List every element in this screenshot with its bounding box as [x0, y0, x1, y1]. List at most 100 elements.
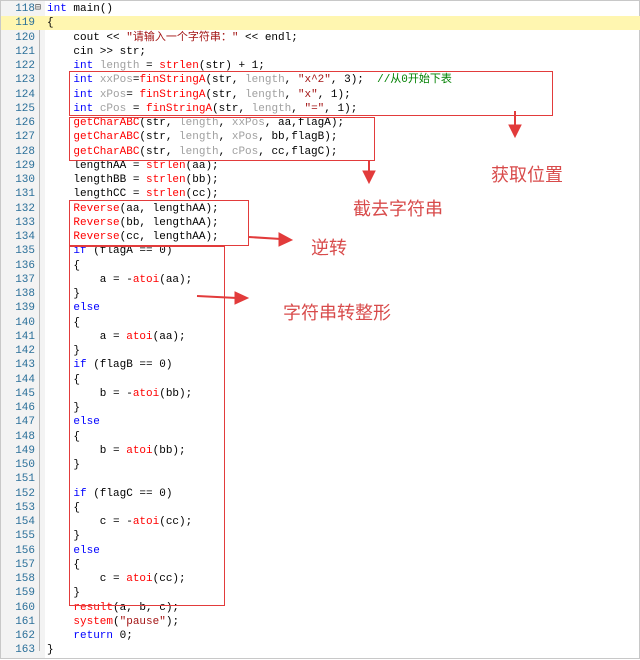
code-line[interactable]: 134 Reverse(cc, lengthAA); — [1, 230, 640, 244]
code-line[interactable]: 127 getCharABC(str, length, xPos, bb,fla… — [1, 130, 640, 144]
line-number: 138 — [15, 288, 35, 300]
line-number: 147 — [15, 416, 35, 429]
code-token: } — [47, 530, 81, 543]
code-line[interactable]: 137 a = -atoi(aa); — [1, 273, 640, 287]
code-line[interactable]: 125 int cPos = finStringA(str, length, "… — [1, 102, 640, 116]
code-line[interactable]: 136 { — [1, 259, 640, 273]
code-line[interactable]: 162 return 0; — [1, 629, 640, 643]
code-line[interactable]: 151 — [1, 472, 640, 486]
code-token: (bb); — [159, 387, 193, 400]
line-number: 159 — [15, 587, 35, 600]
code-token: strlen — [146, 188, 186, 201]
code-token: "x^2" — [297, 74, 331, 87]
code-text: int main() — [47, 2, 113, 16]
code-line[interactable]: 123 int xxPos=finStringA(str, length, "x… — [1, 73, 640, 87]
line-number: 133 — [15, 216, 35, 229]
code-line[interactable]: 161 system("pause"); — [1, 615, 640, 629]
code-line[interactable]: 120 cout << "请输入一个字符串：" << endl; — [1, 31, 640, 45]
code-line[interactable]: 140 { — [1, 316, 640, 330]
code-line[interactable]: 131 lengthCC = strlen(cc); — [1, 187, 640, 201]
code-text: lengthCC = strlen(cc); — [47, 187, 219, 201]
line-number: 155 — [15, 530, 35, 543]
annotation-get-position: 获取位置 — [491, 165, 563, 186]
code-token: b = - — [47, 387, 133, 400]
code-token: if — [73, 359, 87, 372]
line-number: 149 — [15, 444, 35, 457]
highlight-box-get-position — [69, 71, 553, 116]
highlight-box-reverse — [69, 200, 249, 246]
code-line[interactable]: 150 } — [1, 458, 640, 472]
code-line[interactable]: 133 Reverse(bb, lengthAA); — [1, 216, 640, 230]
code-line[interactable]: 139 else — [1, 301, 640, 315]
code-line[interactable]: 142 } — [1, 344, 640, 358]
code-line[interactable]: 145 b = -atoi(bb); — [1, 387, 640, 401]
code-line[interactable]: 128 getCharABC(str, length, cPos, cc,fla… — [1, 145, 640, 159]
code-line[interactable]: 152 if (flagC == 0) — [1, 487, 640, 501]
line-number: 145 — [15, 387, 35, 400]
code-line[interactable]: 155 } — [1, 529, 640, 543]
code-line[interactable]: 122 int length = strlen(str) + 1; — [1, 59, 640, 73]
code-token: finStringA — [139, 74, 206, 87]
code-line[interactable]: 146 } — [1, 401, 640, 415]
fold-toggle-icon[interactable]: ⊟ — [35, 3, 42, 14]
code-line[interactable]: 130 lengthBB = strlen(bb); — [1, 173, 640, 187]
code-text: else — [47, 544, 99, 558]
code-token: length — [179, 145, 219, 158]
code-line[interactable]: 141 a = atoi(aa); — [1, 330, 640, 344]
code-line[interactable]: 143 if (flagB == 0) — [1, 358, 640, 372]
code-line[interactable]: 158 c = atoi(cc); — [1, 572, 640, 586]
code-line[interactable]: 121 cin >> str; — [1, 45, 640, 59]
code-token: length — [179, 117, 219, 129]
code-line[interactable]: 124 int xPos= finStringA(str, length, "x… — [1, 88, 640, 102]
code-token: (bb, lengthAA); — [119, 216, 219, 229]
code-token: (a, b, c); — [113, 601, 180, 614]
code-text: { — [47, 373, 80, 387]
code-text: Reverse(cc, lengthAA); — [47, 230, 218, 244]
code-line[interactable]: 129 lengthAA = strlen(aa); — [1, 159, 640, 173]
code-line[interactable]: 153 { — [1, 501, 640, 515]
code-line[interactable]: 163} — [1, 643, 640, 657]
line-number: 139 — [15, 302, 35, 315]
code-token: , 1); — [324, 102, 358, 115]
code-token: getCharABC — [73, 145, 140, 158]
code-line[interactable]: 156 else — [1, 544, 640, 558]
highlight-box-cut-string — [69, 117, 375, 161]
code-token: atoi — [132, 387, 160, 400]
code-token: (str, — [139, 117, 180, 129]
line-number: 151 — [15, 473, 35, 486]
code-line[interactable]: 160 result(a, b, c); — [1, 601, 640, 615]
code-token: a = — [47, 330, 127, 343]
code-line[interactable]: 149 b = atoi(bb); — [1, 444, 640, 458]
code-token: length — [93, 60, 140, 72]
line-number: 125 — [15, 102, 35, 115]
annotation-cut-string: 截去字符串 — [353, 199, 443, 220]
code-text: Reverse(bb, lengthAA); — [47, 216, 219, 230]
code-token: if — [73, 245, 87, 258]
code-token: { — [47, 259, 81, 272]
line-number: 162 — [15, 630, 35, 642]
code-token: atoi — [126, 444, 153, 457]
code-token: int — [73, 88, 94, 101]
code-line[interactable]: 147 else — [1, 415, 640, 429]
line-number: 123 — [15, 74, 35, 87]
code-line[interactable]: 119{ — [1, 16, 640, 31]
code-line[interactable]: 118⊟int main() — [1, 2, 640, 16]
code-token: lengthBB = — [47, 174, 147, 186]
code-text: { — [47, 259, 80, 273]
code-line[interactable]: 126 getCharABC(str, length, xxPos, aa,fl… — [1, 116, 640, 130]
code-token — [47, 616, 73, 628]
code-line[interactable]: 157 { — [1, 558, 640, 572]
code-line[interactable]: 135 if (flagA == 0) — [1, 244, 640, 258]
code-line[interactable]: 154 c = -atoi(cc); — [1, 515, 640, 529]
code-line[interactable]: 159 } — [1, 586, 640, 600]
code-line[interactable]: 148 { — [1, 430, 640, 444]
code-token: (cc); — [185, 188, 219, 201]
code-token: xxPos — [93, 74, 133, 87]
code-token: length — [245, 74, 285, 87]
code-token: length — [251, 102, 292, 115]
code-text: c = atoi(cc); — [47, 572, 186, 586]
code-line[interactable]: 132 Reverse(aa, lengthAA); — [1, 202, 640, 216]
code-line[interactable]: 144 { — [1, 373, 640, 387]
code-line[interactable]: 138 } — [1, 287, 640, 301]
